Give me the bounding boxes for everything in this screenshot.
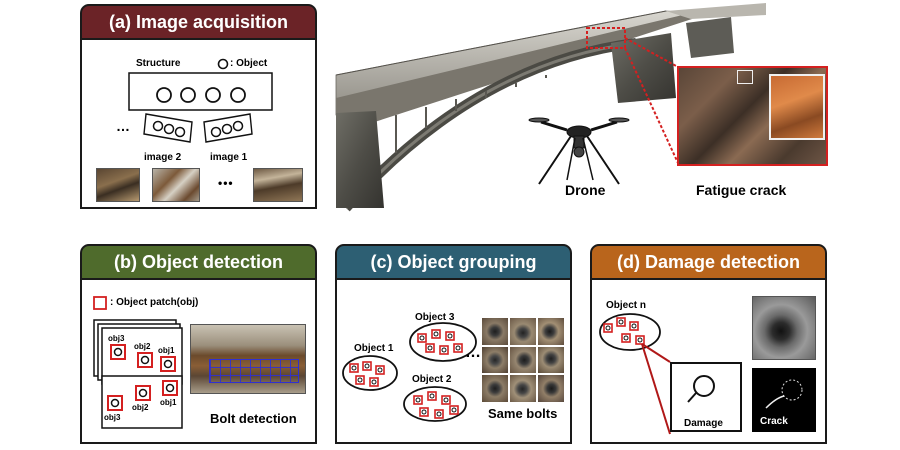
thumbnail-photo-1 bbox=[96, 168, 140, 202]
thumbnail-photo-2 bbox=[152, 168, 200, 202]
object1-label: Object 1 bbox=[354, 343, 394, 354]
bolt-crop bbox=[538, 375, 564, 402]
damage-icon bbox=[687, 375, 715, 403]
obj1-label-top: obj1 bbox=[158, 346, 175, 355]
damage-label: Damage bbox=[684, 418, 723, 429]
bolt-crop bbox=[510, 375, 536, 402]
crack-photo bbox=[677, 66, 828, 166]
image2-frame bbox=[143, 113, 193, 143]
panel-c-title: (c) Object grouping bbox=[335, 244, 572, 280]
same-bolts-label: Same bolts bbox=[488, 406, 558, 421]
crack-marker-box bbox=[737, 70, 753, 84]
crack-mask-image: Crack bbox=[752, 368, 816, 432]
obj3-label-top: obj3 bbox=[108, 334, 125, 343]
bridge-illustration bbox=[335, 3, 766, 212]
obj1-label-bottom: obj1 bbox=[160, 398, 177, 407]
crack-callout-marker bbox=[586, 27, 679, 164]
thumbnail-dots: ••• bbox=[218, 176, 234, 190]
drone-label: Drone bbox=[565, 182, 606, 198]
bolt-crop bbox=[538, 318, 564, 345]
object-groups-diagram bbox=[342, 322, 477, 422]
patch-obj3-top bbox=[110, 344, 126, 360]
object-legend-label: : Object bbox=[230, 58, 268, 69]
same-bolts-photo-grid bbox=[482, 318, 564, 402]
object2-label: Object 2 bbox=[412, 374, 452, 385]
image1-label: image 1 bbox=[210, 152, 248, 163]
panel-d-title: (d) Damage detection bbox=[590, 244, 827, 280]
crack-detail-inset bbox=[769, 74, 825, 140]
object-legend-icon bbox=[217, 58, 229, 70]
patch-obj2-top bbox=[137, 352, 153, 368]
detection-box-grid bbox=[209, 359, 299, 383]
image2-label: image 2 bbox=[144, 152, 182, 163]
patch-obj2-bottom bbox=[135, 385, 151, 401]
patch-legend-label: : Object patch(obj) bbox=[110, 297, 199, 308]
structure-diagram bbox=[128, 72, 273, 111]
bolt-crop bbox=[482, 318, 508, 345]
panel-a-title: (a) Image acquisition bbox=[80, 4, 317, 40]
grouping-ellipsis: … bbox=[465, 344, 481, 361]
obj2-label-bottom: obj2 bbox=[132, 403, 149, 412]
bolt-gray-photo bbox=[752, 296, 816, 360]
patch-legend-icon bbox=[93, 296, 107, 310]
bolt-crop bbox=[510, 346, 536, 374]
structure-label: Structure bbox=[136, 58, 181, 69]
fatigue-crack-label: Fatigue crack bbox=[696, 182, 787, 198]
crack-label: Crack bbox=[760, 416, 788, 427]
object-n-label: Object n bbox=[606, 300, 647, 311]
damage-box bbox=[670, 362, 742, 432]
crack-mask-icon bbox=[765, 379, 803, 409]
panel-b-title: (b) Object detection bbox=[80, 244, 317, 280]
object3-label: Object 3 bbox=[415, 312, 455, 323]
image1-frame bbox=[203, 113, 253, 143]
bolt-crop bbox=[510, 318, 536, 345]
object-n-group bbox=[599, 313, 671, 435]
drone-illustration bbox=[528, 117, 630, 185]
bolt-detection-photo bbox=[190, 324, 306, 394]
bolt-crop bbox=[482, 375, 508, 402]
patch-obj1-bottom bbox=[162, 380, 178, 396]
obj2-label-top: obj2 bbox=[134, 342, 151, 351]
bolt-crop bbox=[538, 346, 564, 374]
bolt-detection-label: Bolt detection bbox=[210, 411, 297, 426]
thumbnail-photo-3 bbox=[253, 168, 303, 202]
bolt-crop bbox=[482, 346, 508, 374]
patch-obj3-bottom bbox=[107, 395, 123, 411]
patch-obj1-top bbox=[160, 356, 176, 372]
obj3-label-bottom: obj3 bbox=[104, 413, 121, 422]
ellipsis-a: … bbox=[116, 118, 130, 134]
